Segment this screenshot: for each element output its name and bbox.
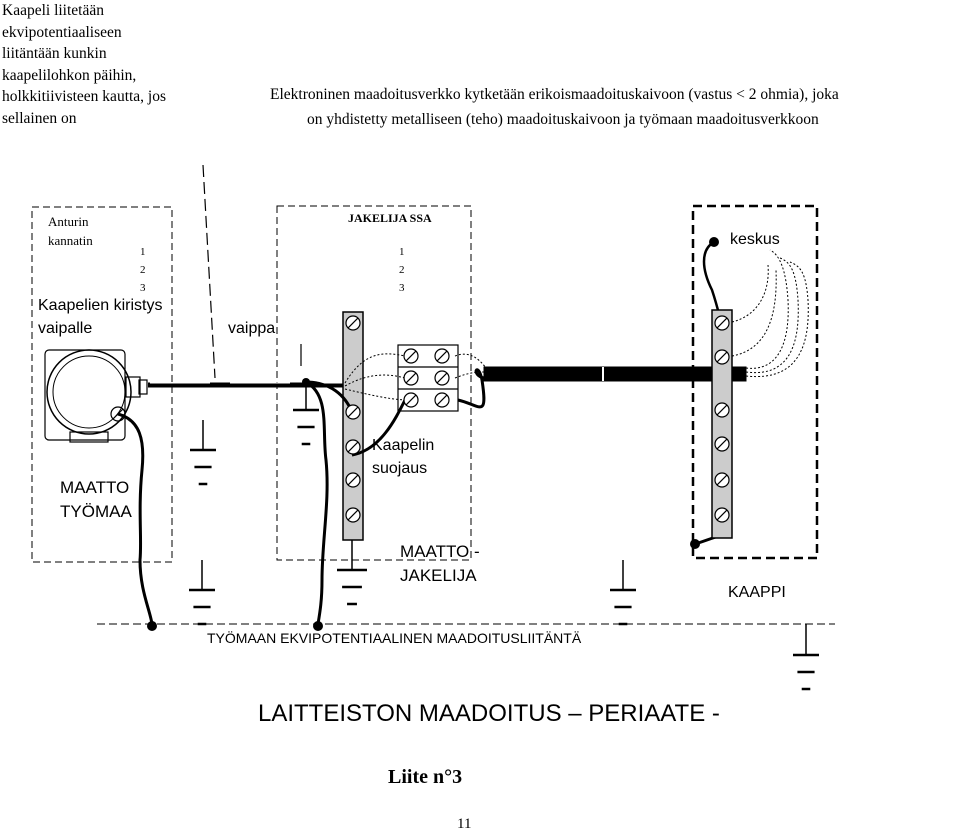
distributor-terminal-2: 2 — [399, 264, 405, 276]
left-note-line: kaapelilohkon päihin, — [2, 66, 137, 84]
cable-tension-line-1: Kaapelien kiristys — [38, 297, 163, 314]
conductor-wire — [344, 388, 406, 401]
distributor-ground-wire — [305, 380, 329, 625]
cable-shield-line-2: suojaus — [372, 460, 428, 477]
top-note-line-2: on yhdistetty metalliseen (teho) maadoit… — [307, 111, 819, 128]
top-note-line-1: Elektroninen maadoitusverkko kytketään e… — [270, 86, 839, 103]
distributor-terminal-3: 3 — [399, 282, 405, 294]
equipotential-bus-label: TYÖMAAN EKVIPOTENTIAALINEN MAADOITUSLIIT… — [207, 630, 582, 646]
distributor-title: JAKELIJA SSA — [348, 211, 432, 225]
conductor-wire — [344, 353, 406, 384]
cabinet-box-outline — [691, 204, 819, 560]
sheath-junction-dot — [302, 378, 310, 386]
cabinet-cable — [483, 366, 747, 382]
ground-symbol-icon — [189, 588, 215, 626]
center-junction-dot — [709, 237, 719, 247]
distributor-terminal-1: 1 — [399, 246, 405, 258]
sensor-terminal-2: 2 — [140, 264, 146, 276]
conductor-wire — [344, 374, 406, 387]
sensor-ground-screw-icon — [110, 406, 126, 422]
cabinet-label: KAAPPI — [728, 584, 786, 601]
conductor-wire — [454, 371, 487, 379]
left-note-line: sellainen on — [2, 109, 77, 127]
left-note-line: liitäntään kunkin — [2, 45, 107, 62]
cabinet-ground-junction-dot — [690, 539, 700, 549]
page-number: 11 — [457, 816, 472, 832]
distributor-terminal-block — [397, 344, 459, 412]
left-note: Kaapeli liitetään ekvipotentiaaliseen li… — [2, 0, 166, 129]
conductor-wire — [454, 353, 487, 369]
sensor-terminal-1: 1 — [140, 246, 146, 258]
cabinet-conductor — [745, 257, 799, 374]
leader-line-left-note — [202, 164, 216, 379]
cabinet-conductor — [745, 249, 789, 369]
distributor-ground-junction-dot — [313, 621, 323, 631]
sensor-terminal-3: 3 — [140, 282, 146, 294]
cabinet-conductor — [731, 269, 777, 357]
cabinet-conductor — [731, 264, 769, 323]
main-title: LAITTEISTON MAADOITUS – PERIAATE - — [258, 700, 720, 727]
center-label: keskus — [730, 231, 780, 248]
left-note-line: holkkitiivisteen kautta, jos — [2, 88, 167, 105]
cable-tension-line-2: vaipalle — [38, 320, 93, 337]
cabinet-center-wire — [702, 240, 722, 319]
sensor-box-outline — [31, 206, 173, 563]
sensor-title-line-2: kannatin — [48, 233, 93, 248]
sensor-gland-nut — [138, 379, 148, 395]
distributor-ground-line-1: MAATTO - — [400, 542, 480, 561]
sensor-title-line-1: Anturin — [48, 214, 89, 229]
sheath-label: vaippa — [228, 320, 276, 337]
cabinet-conductor — [745, 261, 809, 378]
site-ground-line-1: MAATTO — [60, 478, 130, 497]
ground-symbol-icon — [610, 588, 636, 626]
ground-symbol-icon — [337, 568, 367, 606]
distributor-ground-line-2: JAKELIJA — [400, 566, 477, 585]
distributor-terminal-bar — [342, 311, 364, 541]
sensor-ground-junction-dot — [147, 621, 157, 631]
sensor-head-inner — [52, 355, 126, 429]
sensor-head-icon — [46, 349, 132, 435]
block-to-cabinet-wire — [457, 368, 486, 409]
sensor-foot — [69, 431, 109, 443]
left-note-line: Kaapeli liitetään — [2, 2, 104, 19]
cabinet-terminal-bar — [711, 309, 733, 539]
ground-symbol-icon — [793, 653, 819, 691]
appendix-label: Liite n°3 — [388, 766, 463, 788]
left-note-line: ekvipotentiaaliseen — [2, 23, 122, 41]
ground-symbol-icon — [293, 408, 319, 446]
sensor-ground-wire — [117, 412, 154, 625]
sensor-gland — [125, 376, 141, 398]
cable-shield-line-1: Kaapelin — [372, 437, 435, 454]
ground-symbol-icon — [190, 448, 216, 486]
shield-wire — [351, 399, 407, 457]
site-ground-line-2: TYÖMAA — [60, 502, 132, 521]
